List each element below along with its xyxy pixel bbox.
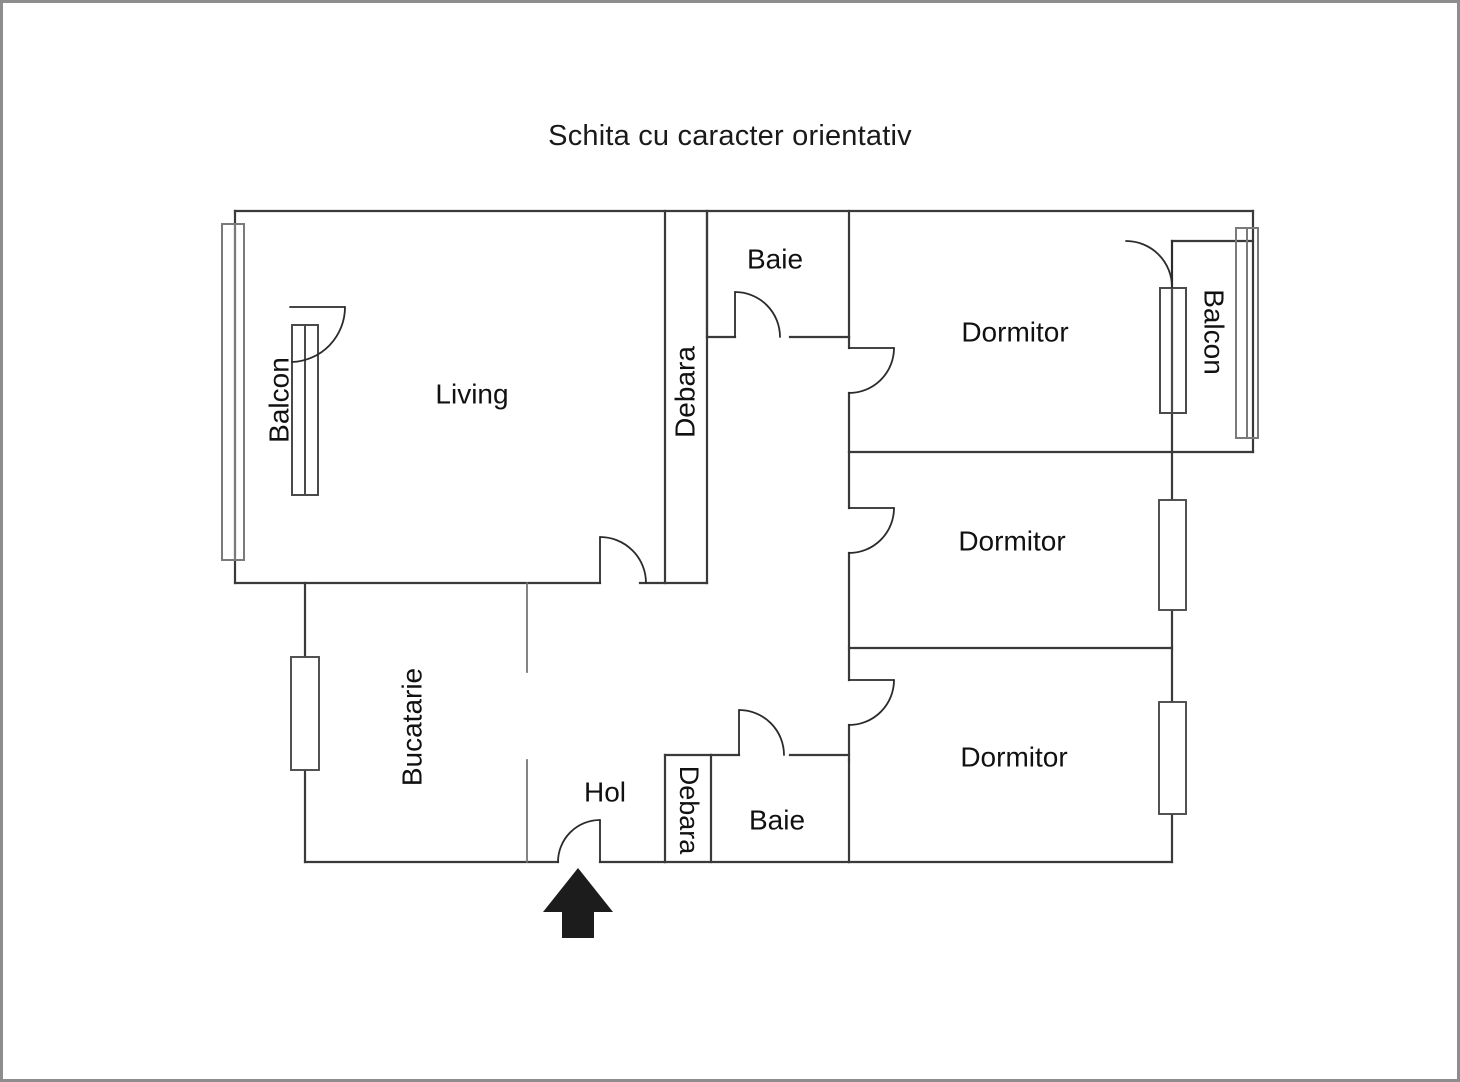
room-label-hol: Hol: [584, 776, 626, 807]
window-dormitor-3: [1158, 701, 1187, 815]
door-living-balcony-arc: [291, 306, 346, 363]
door-dormitor-3-arc: [848, 679, 895, 726]
room-label-dormitor-1: Dormitor: [961, 316, 1068, 347]
door-entrance-arc: [557, 819, 601, 863]
door-living-hall-arc: [599, 536, 647, 584]
door-balcony-right-arc: [1125, 240, 1173, 288]
room-label-balcon-left: Balcon: [263, 357, 294, 443]
window-group: [290, 499, 1187, 815]
room-label-balcon-right: Balcon: [1199, 289, 1230, 375]
room-label-dormitor-3: Dormitor: [960, 741, 1067, 772]
door-group: [289, 240, 1173, 863]
balcony-left-rail: [221, 223, 245, 561]
balcony-right-structure: [1159, 227, 1259, 439]
balcony-left-structure: [221, 223, 319, 561]
page-title: Schita cu caracter orientativ: [548, 120, 912, 152]
room-label-group: Balcon Living Debara Baie Dormitor Balco…: [263, 243, 1229, 855]
room-label-debara-bottom: Debara: [674, 766, 704, 856]
door-baie-bottom-arc: [738, 709, 785, 756]
room-label-debara-top: Debara: [669, 346, 700, 438]
entrance-arrow-icon: [543, 868, 613, 938]
room-label-baie-top: Baie: [747, 243, 803, 274]
door-baie-top-arc: [734, 291, 781, 338]
window-dormitor-2: [1158, 499, 1187, 611]
window-kitchen: [290, 656, 320, 771]
room-label-baie-bottom: Baie: [749, 804, 805, 835]
wall-group-outer: [233, 209, 1255, 864]
room-label-dormitor-2: Dormitor: [958, 525, 1065, 556]
room-label-bucatarie: Bucatarie: [396, 668, 427, 786]
room-label-living: Living: [435, 378, 508, 409]
door-dormitor-1-arc: [848, 347, 895, 394]
door-dormitor-2-arc: [848, 507, 895, 554]
